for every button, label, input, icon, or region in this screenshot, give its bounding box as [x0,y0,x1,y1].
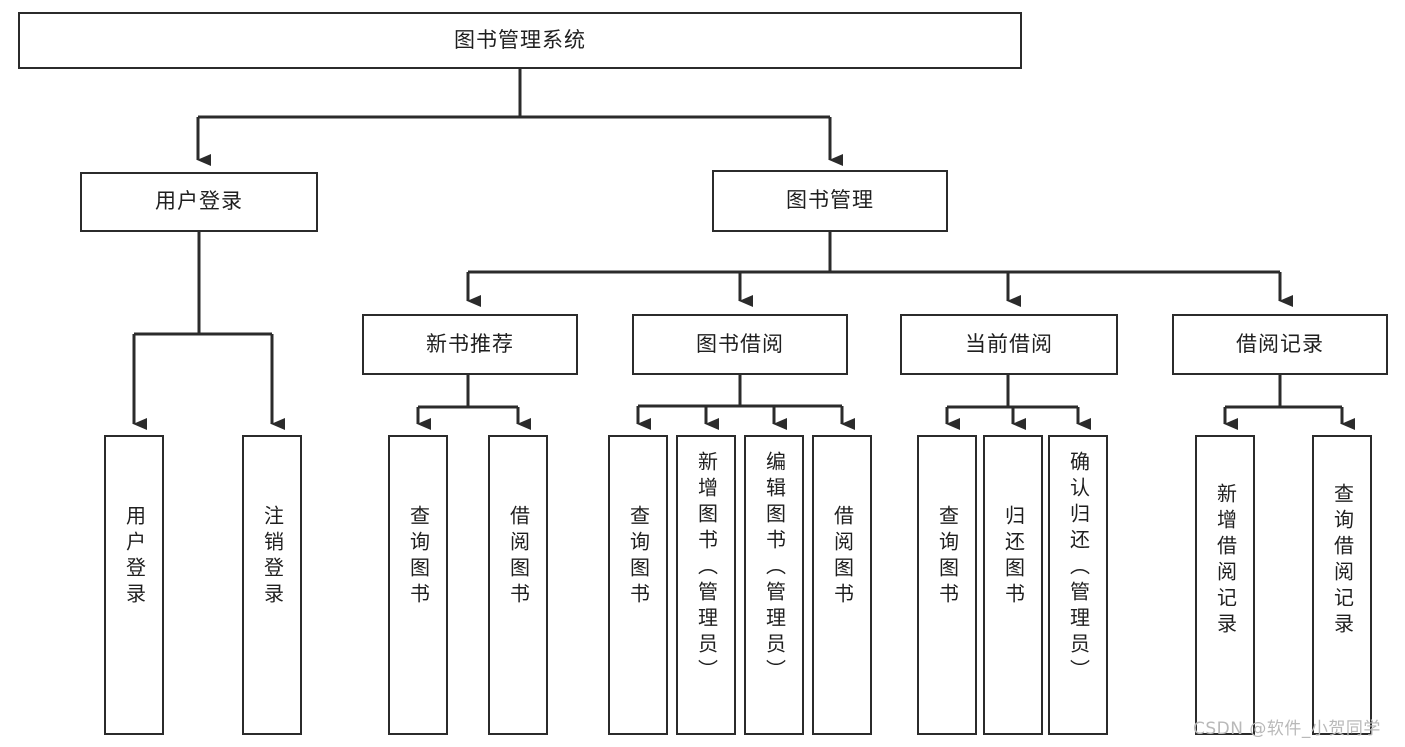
node-book-manage-label: 图书管理 [786,188,874,213]
leaf-query-book-3[interactable]: 查询图书 [917,435,977,735]
leaf-logout-login-label: 注销登录 [260,505,285,609]
leaf-add-borrow-record[interactable]: 新增借阅记录 [1195,435,1255,735]
leaf-edit-book-admin[interactable]: 编辑图书（管理员） [744,435,804,735]
node-root[interactable]: 图书管理系统 [18,12,1022,69]
node-user-login[interactable]: 用户登录 [80,172,318,232]
node-root-label: 图书管理系统 [454,27,586,52]
leaf-add-book-admin-label: 新增图书（管理员） [694,451,719,685]
leaf-query-book-1-label: 查询图书 [406,505,431,609]
node-book-borrow-label: 图书借阅 [696,331,784,356]
node-borrow-record-label: 借阅记录 [1236,331,1324,356]
leaf-return-book-label: 归还图书 [1001,505,1026,609]
leaf-add-borrow-record-label: 新增借阅记录 [1213,483,1238,639]
leaf-user-login[interactable]: 用户登录 [104,435,164,735]
leaf-user-login-label: 用户登录 [122,505,147,609]
leaf-add-book-admin[interactable]: 新增图书（管理员） [676,435,736,735]
leaf-confirm-return-admin[interactable]: 确认归还（管理员） [1048,435,1108,735]
leaf-return-book[interactable]: 归还图书 [983,435,1043,735]
node-user-login-label: 用户登录 [155,189,243,214]
leaf-edit-book-admin-label: 编辑图书（管理员） [762,451,787,685]
node-book-borrow[interactable]: 图书借阅 [632,314,848,375]
node-current-borrow-label: 当前借阅 [965,331,1053,356]
leaf-borrow-book-2[interactable]: 借阅图书 [812,435,872,735]
csdn-watermark: CSDN @软件_小贺同学 [1193,719,1381,739]
node-new-book-recommend[interactable]: 新书推荐 [362,314,578,375]
leaf-borrow-book-1-label: 借阅图书 [506,505,531,609]
leaf-confirm-return-admin-label: 确认归还（管理员） [1066,451,1091,685]
node-current-borrow[interactable]: 当前借阅 [900,314,1118,375]
leaf-borrow-book-1[interactable]: 借阅图书 [488,435,548,735]
leaf-borrow-book-2-label: 借阅图书 [830,505,855,609]
leaf-query-book-3-label: 查询图书 [935,505,960,609]
leaf-query-book-2[interactable]: 查询图书 [608,435,668,735]
leaf-query-book-1[interactable]: 查询图书 [388,435,448,735]
leaf-query-book-2-label: 查询图书 [626,505,651,609]
node-book-manage[interactable]: 图书管理 [712,170,948,232]
leaf-query-borrow-record[interactable]: 查询借阅记录 [1312,435,1372,735]
node-new-book-recommend-label: 新书推荐 [426,331,514,356]
leaf-logout-login[interactable]: 注销登录 [242,435,302,735]
leaf-query-borrow-record-label: 查询借阅记录 [1330,483,1355,639]
node-borrow-record[interactable]: 借阅记录 [1172,314,1388,375]
